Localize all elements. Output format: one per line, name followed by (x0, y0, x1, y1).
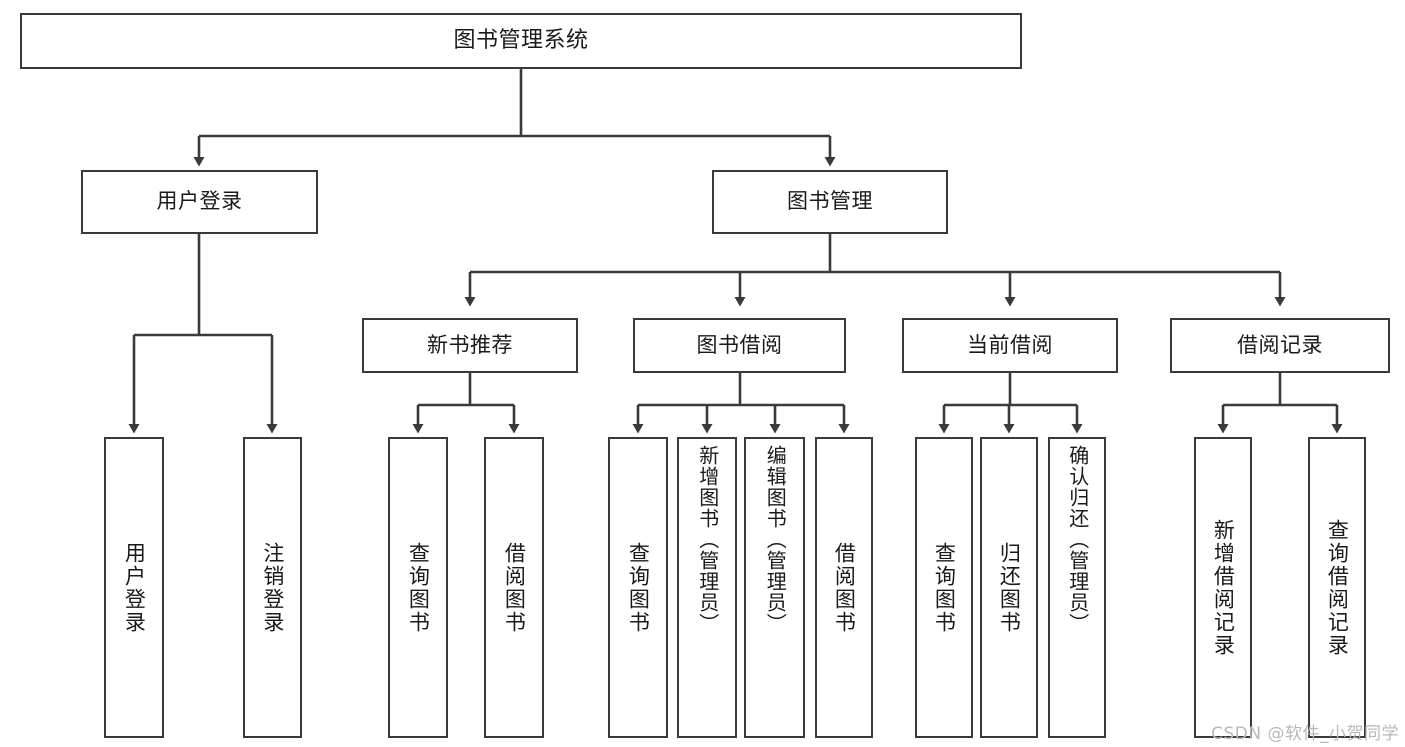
node-leaf-confirm-return[interactable]: 确认归还（管理员） (1048, 437, 1106, 738)
csdn-watermark: CSDN @软件_小贺同学 (1211, 724, 1399, 744)
node-label: 注销登录 (260, 541, 285, 634)
node-label: 查询图书 (932, 541, 957, 634)
node-label: 借阅图书 (502, 541, 527, 634)
node-label: 查询图书 (626, 541, 651, 634)
node-label: 当前借阅 (967, 332, 1053, 357)
node-leaf-query-book-current[interactable]: 查询图书 (915, 437, 973, 738)
node-leaf-add-borrow-record[interactable]: 新增借阅记录 (1194, 437, 1252, 738)
node-label: 归还图书 (997, 541, 1022, 634)
node-book-management[interactable]: 图书管理 (712, 170, 948, 234)
node-leaf-user-login[interactable]: 用户登录 (104, 437, 164, 738)
node-leaf-edit-book[interactable]: 编辑图书（管理员） (744, 437, 805, 738)
node-label: 确认归还（管理员） (1065, 445, 1090, 634)
node-label: 借阅图书 (832, 541, 857, 634)
node-current-borrow[interactable]: 当前借阅 (902, 318, 1118, 373)
node-leaf-query-book-recommend[interactable]: 查询图书 (388, 437, 448, 738)
node-label: 图书借阅 (696, 332, 783, 357)
node-label: 查询借阅记录 (1325, 518, 1350, 657)
node-new-book-recommend[interactable]: 新书推荐 (362, 318, 578, 373)
node-root-book-management-system[interactable]: 图书管理系统 (20, 13, 1022, 69)
node-borrow-record[interactable]: 借阅记录 (1170, 318, 1390, 373)
node-leaf-logout[interactable]: 注销登录 (243, 437, 302, 738)
node-label: 用户登录 (122, 541, 147, 634)
node-leaf-query-book-borrow[interactable]: 查询图书 (608, 437, 668, 738)
node-leaf-borrow-book-recommend[interactable]: 借阅图书 (484, 437, 544, 738)
node-label: 新书推荐 (427, 332, 513, 357)
node-label: 图书管理系统 (453, 27, 589, 53)
node-leaf-query-borrow-record[interactable]: 查询借阅记录 (1308, 437, 1366, 738)
node-label: 查询图书 (406, 541, 431, 634)
node-label: 图书管理 (787, 189, 873, 214)
node-leaf-borrow-book[interactable]: 借阅图书 (815, 437, 873, 738)
node-leaf-return-book[interactable]: 归还图书 (980, 437, 1038, 738)
node-leaf-add-book[interactable]: 新增图书（管理员） (677, 437, 737, 738)
node-label: 新增借阅记录 (1211, 518, 1236, 657)
node-label: 借阅记录 (1237, 332, 1323, 357)
node-label: 编辑图书（管理员） (763, 445, 788, 634)
node-user-login[interactable]: 用户登录 (81, 170, 318, 234)
node-label: 新增图书（管理员） (695, 445, 720, 634)
node-label: 用户登录 (156, 189, 243, 214)
node-book-borrow[interactable]: 图书借阅 (633, 318, 846, 373)
